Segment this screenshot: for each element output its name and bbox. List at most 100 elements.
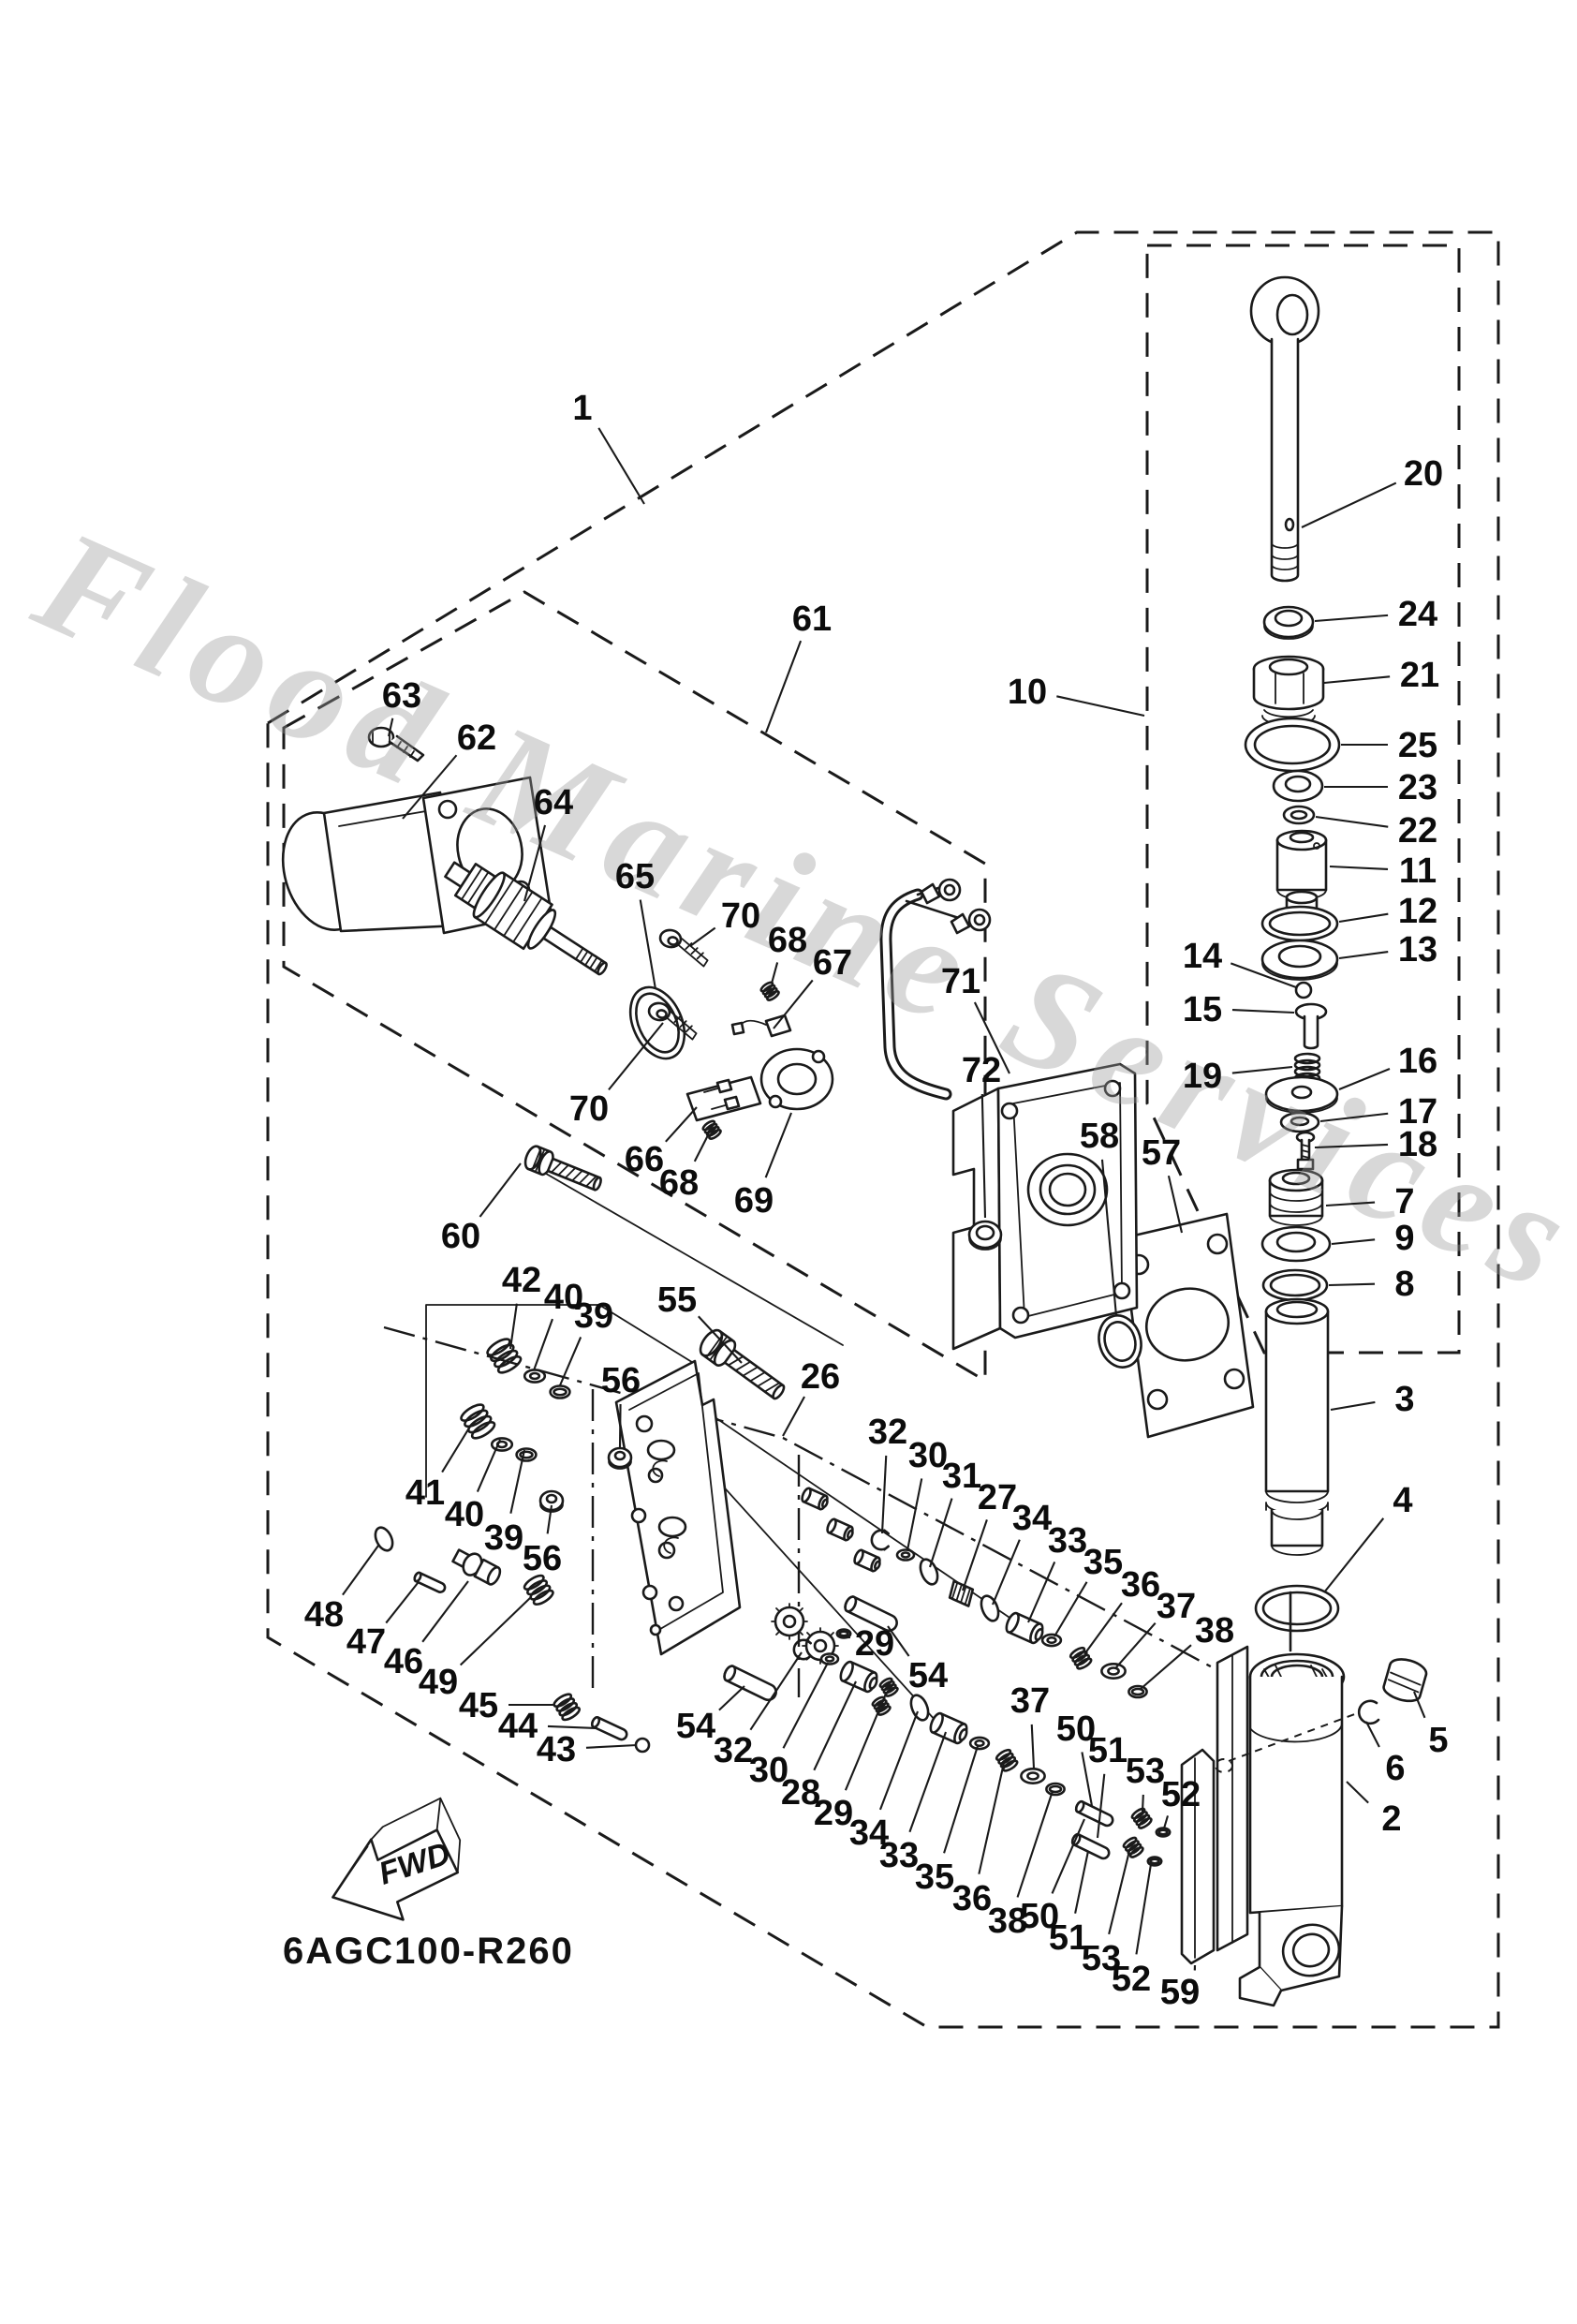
callout-47-54: 47: [346, 1622, 386, 1662]
part-backup-ring-23: [1272, 769, 1324, 803]
leader-line-67-37: [773, 979, 814, 1029]
linework: [634, 1737, 651, 1754]
part-brush-holder-67: [730, 1014, 792, 1038]
part-spring-45: [551, 1691, 582, 1724]
linework: [1206, 1233, 1229, 1255]
leader-line-47-54: [385, 1582, 419, 1624]
leader-line-31-62: [929, 1498, 953, 1568]
linework: [483, 1335, 524, 1377]
linework: [824, 1517, 856, 1543]
leader-line-70-41: [608, 1022, 664, 1091]
part-seal-stack-7: [1268, 1168, 1324, 1226]
part-free-piston-11: [1275, 829, 1328, 915]
leader-line-1-0: [597, 427, 645, 505]
linework: [374, 1526, 394, 1552]
linework: [950, 912, 971, 935]
linework: [1270, 1508, 1324, 1547]
linework: [799, 1486, 831, 1512]
part-spring-36a: [1068, 1645, 1094, 1672]
linework: [973, 913, 986, 926]
callout-15-13: 15: [1183, 990, 1222, 1029]
linework: [1387, 1671, 1422, 1694]
part-pin-54b: [720, 1663, 781, 1705]
linework: [1000, 1102, 1019, 1120]
part-plug-5: [1382, 1658, 1428, 1703]
part-washer-40b: [491, 1437, 513, 1452]
linework: [1269, 1273, 1321, 1297]
leader-line-5-23: [1413, 1691, 1426, 1719]
callout-71-29: 71: [941, 962, 980, 1001]
part-gasket-69: [759, 1047, 834, 1111]
leader-line-33-83: [908, 1731, 947, 1833]
linework: [1263, 1665, 1331, 1683]
callout-35-84: 35: [915, 1858, 954, 1897]
leader-line-6-24: [1365, 1721, 1380, 1748]
leader-line-52-76: [1162, 1815, 1170, 1829]
callout-5-23: 5: [1428, 1721, 1448, 1760]
callout-66-38: 66: [625, 1140, 664, 1179]
linework: [597, 961, 608, 976]
callout-68-36: 68: [768, 921, 807, 960]
linework: [486, 1565, 502, 1586]
callout-19-14: 19: [1183, 1057, 1222, 1096]
linework: [1290, 1116, 1310, 1127]
linework: [811, 1049, 826, 1064]
callout-56-52: 56: [523, 1539, 562, 1578]
callout-36-85: 36: [952, 1879, 992, 1918]
callout-34-64: 34: [1012, 1499, 1052, 1538]
connector-lines: [425, 1170, 1022, 1723]
leader-line-40-45: [533, 1318, 553, 1371]
leader-line-54-71: [887, 1625, 910, 1657]
part-screw-27: [946, 1579, 977, 1607]
linework: [1291, 1932, 1331, 1968]
part-washer-35a: [1041, 1634, 1062, 1647]
linework: [1275, 838, 1328, 892]
callout-42-44: 42: [502, 1261, 541, 1300]
linework: [630, 1507, 647, 1524]
part-oring-52a: [1156, 1827, 1171, 1838]
leader-line-35-66: [1054, 1581, 1088, 1637]
linework: [1277, 944, 1322, 969]
leader-line-68-36: [770, 962, 779, 984]
callout-8-20: 8: [1394, 1265, 1414, 1304]
callout-29-70: 29: [855, 1624, 894, 1664]
leader-line-64-33: [523, 824, 547, 902]
linework: [523, 1369, 546, 1384]
leader-line-11-9: [1329, 865, 1389, 870]
linework: [628, 1372, 724, 1633]
part-spring-29b1: [877, 1676, 900, 1698]
callout-52-90: 52: [1112, 1960, 1151, 1999]
callout-29-81: 29: [814, 1794, 853, 1833]
linework: [1265, 1490, 1329, 1515]
callout-54-71: 54: [908, 1656, 948, 1695]
linework: [647, 1467, 664, 1484]
callout-46-55: 46: [384, 1642, 423, 1681]
callout-36-67: 36: [1121, 1565, 1160, 1605]
part-gear-a: [771, 1603, 808, 1640]
linework: [715, 1078, 733, 1094]
part-piston-33b: [926, 1710, 972, 1747]
linework: [1261, 962, 1338, 981]
part-code: 6AGC100-R260: [283, 1931, 574, 1972]
linework: [700, 1118, 723, 1142]
part-valve-body-pump: [614, 1359, 742, 1656]
callout-2-25: 2: [1381, 1799, 1401, 1839]
part-oring-31: [916, 1555, 942, 1589]
linework: [1215, 1758, 1233, 1773]
linework: [694, 1325, 791, 1408]
linework: [813, 1638, 828, 1653]
part-dust-seal-9: [1260, 1225, 1332, 1263]
part-bushing-seal-72: [967, 1220, 1003, 1251]
callout-57-27: 57: [1142, 1133, 1181, 1173]
part-valve-internals: [720, 1486, 1116, 1862]
linework: [882, 891, 950, 1098]
leader-line-38-69: [1140, 1644, 1192, 1690]
callout-52-76: 52: [1161, 1775, 1201, 1814]
part-oring-39b: [515, 1447, 538, 1462]
linework: [1281, 1171, 1311, 1186]
linework: [1103, 1321, 1137, 1362]
leader-line-65-34: [639, 899, 657, 990]
leader-line-71-29: [973, 1001, 1010, 1074]
leader-line-22-8: [1315, 815, 1389, 828]
callout-70-35: 70: [721, 896, 760, 936]
